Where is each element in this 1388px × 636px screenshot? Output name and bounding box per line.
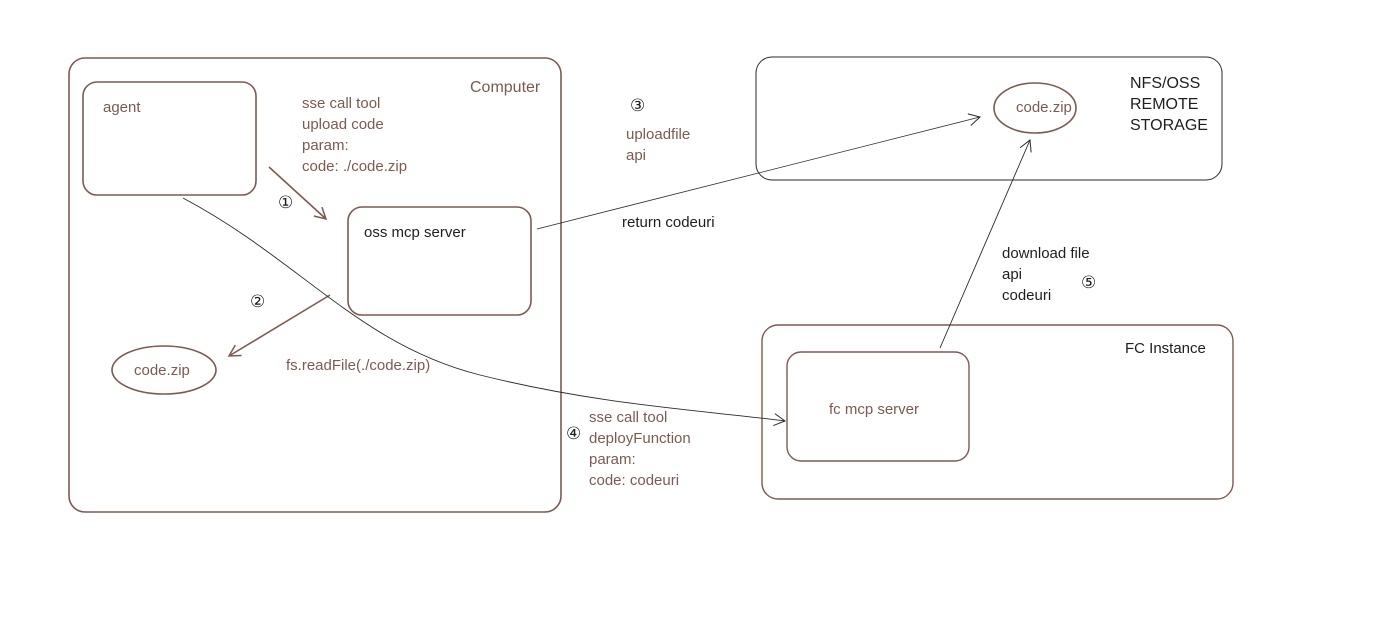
step1-line1: sse call tool — [302, 95, 381, 112]
step5-line1: download file — [1002, 245, 1090, 262]
step1-marker: ① — [278, 193, 294, 212]
step2-marker: ② — [250, 292, 266, 311]
step3-line2: api — [626, 147, 647, 164]
fc-instance-container — [761, 324, 1234, 500]
arrow-step5 — [939, 139, 1032, 349]
computer-container — [68, 57, 562, 513]
storage-label-line1: NFS/OSS — [1130, 75, 1201, 92]
step2-line1: fs.readFile(./code.zip) — [286, 357, 431, 374]
arrow-step1 — [268, 166, 328, 221]
local-code-zip-label: code.zip — [134, 362, 190, 379]
step5-line3: codeuri — [1002, 287, 1052, 304]
step1-line4: code: ./code.zip — [302, 158, 408, 175]
fc-instance-label: FC Instance — [1125, 340, 1206, 357]
step4-line2: deployFunction — [589, 430, 691, 447]
fc-mcp-server-box — [786, 351, 970, 462]
step5-marker: ⑤ — [1081, 273, 1097, 292]
arrow-step4 — [182, 197, 787, 427]
step1-line2: upload code — [302, 116, 384, 133]
step3-marker: ③ — [630, 96, 646, 115]
step3-line1: uploadfile — [626, 126, 691, 143]
step1-line3: param: — [302, 137, 349, 154]
remote-code-zip-ellipse — [993, 82, 1077, 134]
arrow-step3 — [536, 113, 982, 230]
arrow-step2 — [227, 294, 331, 357]
oss-mcp-server-label: oss mcp server — [364, 224, 466, 241]
local-code-zip-ellipse — [111, 345, 217, 395]
step3-return: return codeuri — [622, 214, 715, 231]
step4-line3: param: — [589, 451, 636, 468]
step4-line4: code: codeuri — [589, 472, 680, 489]
computer-label: Computer — [470, 79, 541, 96]
storage-container — [755, 56, 1223, 181]
storage-label-line2: REMOTE — [1130, 96, 1199, 113]
fc-mcp-server-label: fc mcp server — [829, 401, 920, 418]
agent-box — [82, 81, 257, 196]
agent-label: agent — [103, 99, 141, 116]
oss-mcp-server-box — [347, 206, 532, 316]
step4-line1: sse call tool — [589, 409, 668, 426]
step5-line2: api — [1002, 266, 1023, 283]
storage-label-line3: STORAGE — [1130, 117, 1208, 134]
step4-marker: ④ — [566, 424, 582, 443]
remote-code-zip-label: code.zip — [1016, 99, 1072, 116]
